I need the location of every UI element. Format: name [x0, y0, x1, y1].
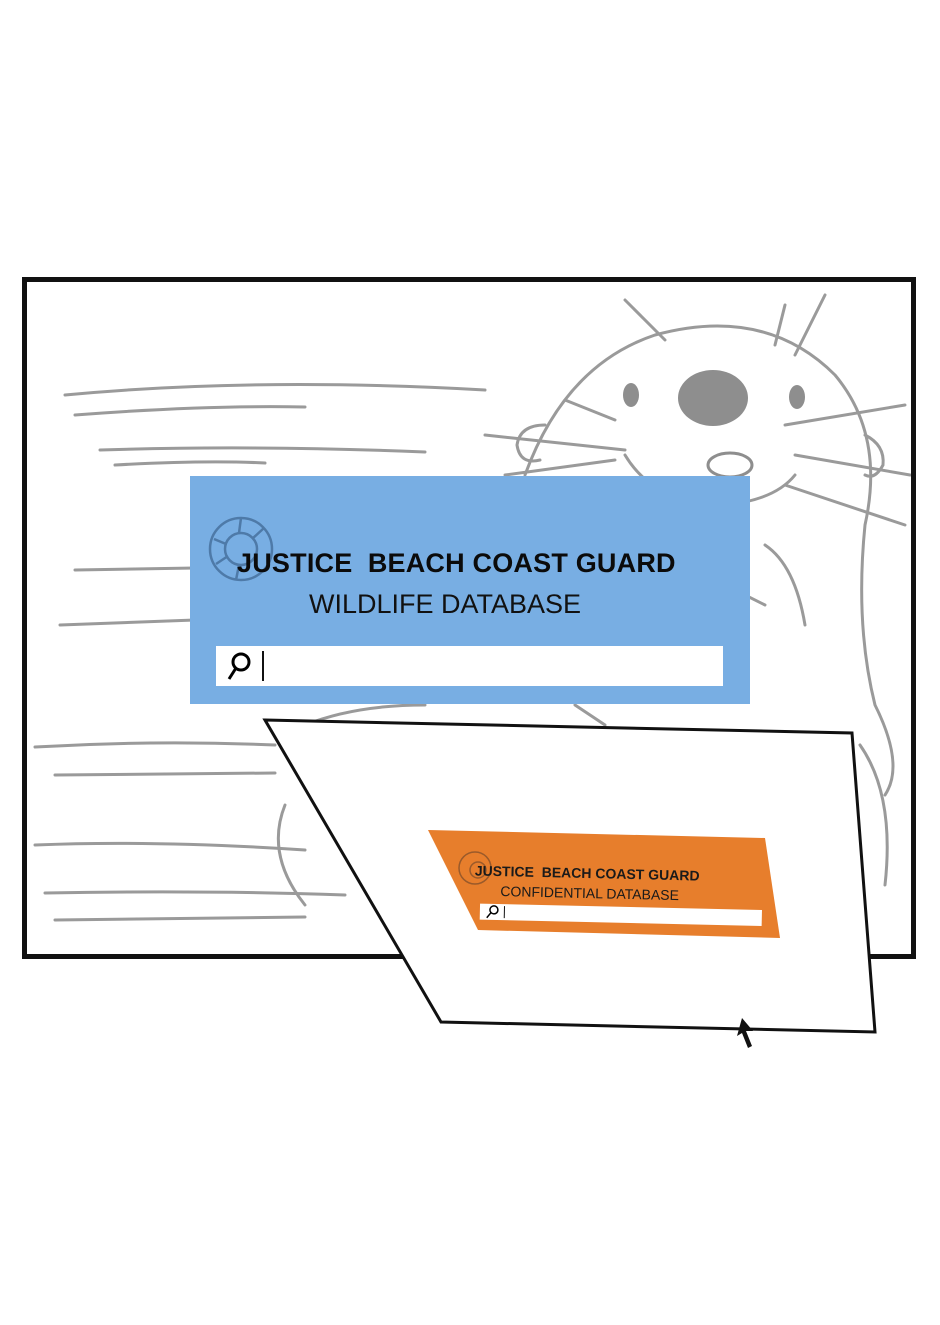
wildlife-search-input[interactable] — [216, 646, 723, 686]
coast-guard-seal-logo-small — [458, 851, 492, 885]
seal-sketch-background — [33, 293, 911, 922]
confidential-search-input[interactable] — [479, 903, 762, 926]
wildlife-database-window: JUSTICE BEACH COAST GUARD WILDLIFE DATAB… — [190, 476, 750, 704]
confidential-database-window[interactable]: JUSTICE BEACH COAST GUARD CONFIDENTIAL D… — [455, 862, 762, 926]
database-title: WILDLIFE DATABASE — [309, 589, 582, 619]
text-caret — [503, 906, 506, 919]
agency-title: JUSTICE BEACH COAST GUARD — [237, 548, 676, 578]
search-icon — [227, 652, 251, 680]
text-caret — [262, 651, 264, 681]
coast-guard-seal-logo — [208, 516, 274, 582]
mouse-pointer-icon — [737, 1018, 753, 1048]
search-icon — [486, 905, 499, 919]
